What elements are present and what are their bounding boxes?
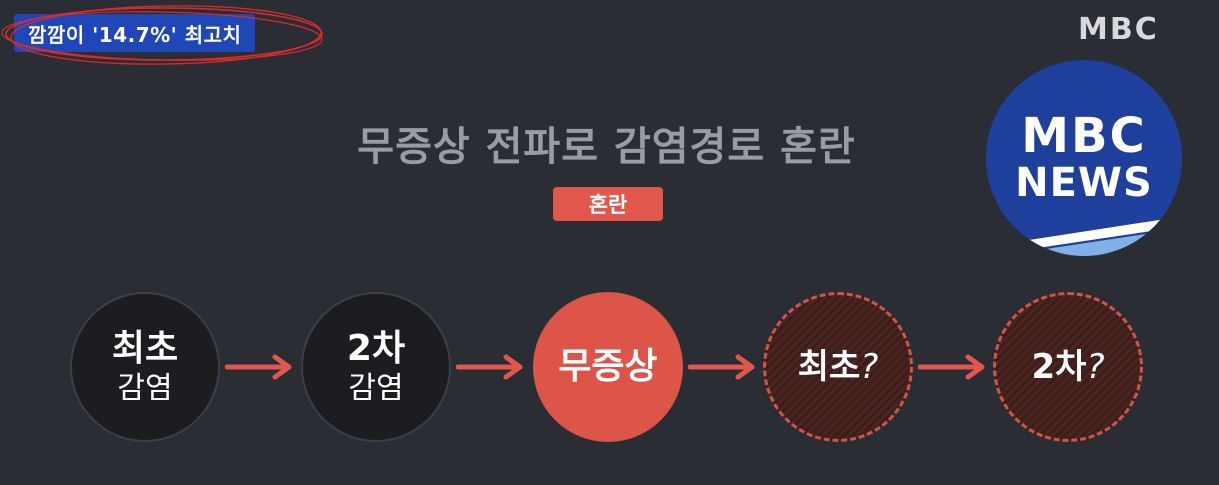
badge-news-text: NEWS [1015,160,1153,206]
node-5-question-mark: ? [1086,347,1105,387]
badge-stripe [1016,218,1172,256]
mbc-news-badge: MBC NEWS [986,60,1182,256]
caption-text: 깜깜이 '14.7%' 최고치 [28,22,242,47]
node-5-label: 2차? [1032,345,1105,389]
node-2-line1: 2차 [346,328,406,369]
node-2-line2: 감염 [348,371,404,406]
node-1-line1: 최초 [111,328,179,369]
node-second-infection: 2차 감염 [301,292,451,442]
node-4-text: 최초 [797,347,861,387]
arrow-3-icon [688,354,755,380]
node-first-infection: 최초 감염 [70,292,220,442]
badge-mbc-text: MBC [1021,108,1147,164]
node-4-label: 최초? [798,345,879,389]
arrow-1-icon [225,354,292,380]
node-4-question-mark: ? [860,347,879,387]
slide-title: 무증상 전파로 감염경로 혼란 [357,124,856,170]
node-first-unknown: 최초? [763,292,913,442]
node-1-line2: 감염 [117,371,173,406]
node-asymptomatic: 무증상 [533,292,683,442]
mbc-corner-logo: MBC [1078,12,1159,47]
arrow-2-icon [456,354,523,380]
caption-banner: 깜깜이 '14.7%' 최고치 [14,14,256,52]
node-second-unknown: 2차? [993,292,1143,442]
node-3-line1: 무증상 [558,346,658,387]
node-5-text: 2차 [1031,347,1087,387]
arrow-4-icon [918,354,985,380]
tag-text: 혼란 [588,193,628,217]
confusion-tag: 혼란 [553,187,663,221]
